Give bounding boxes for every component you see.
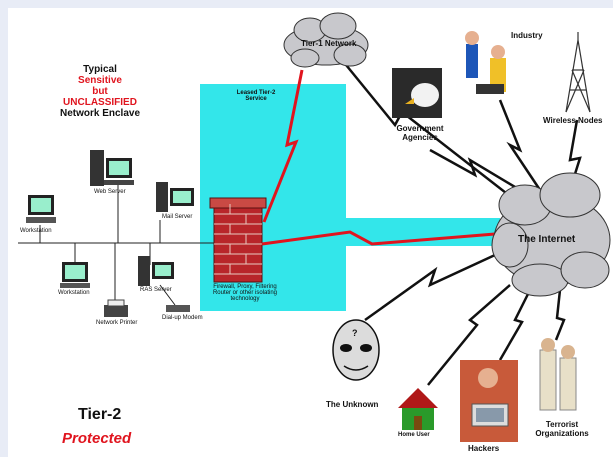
leased-service-label: Leased Tier-2 Service (226, 90, 286, 102)
firewall-line2: Router or other isolating (212, 290, 278, 296)
mail-server-device (156, 182, 194, 212)
label-mail-server: Mail Server (162, 214, 193, 220)
connection-bolts (341, 59, 582, 386)
tier1-network-label: Tier-1 Network (301, 39, 357, 48)
bolt-to-tier1 (262, 69, 304, 223)
network-printer-device (104, 299, 128, 317)
leased-line2: Service (245, 96, 267, 102)
label-web-server: Web Server (94, 189, 126, 195)
web-server-device (90, 150, 134, 186)
workstation-bottom-device (60, 262, 90, 288)
government-line1: Government (396, 124, 444, 133)
wireless-nodes-label: Wireless Nodes (543, 116, 603, 125)
enclave-title: Typical Sensitive but UNCLASSIFIED Netwo… (55, 64, 145, 119)
government-eagle-image (392, 68, 442, 118)
label-workstation-bottom: Workstation (58, 290, 90, 296)
government-line2: Agencies (402, 133, 438, 142)
tunnel-band (262, 218, 500, 246)
enclave-line2: Sensitive (78, 75, 122, 86)
label-workstation-top: Workstation (20, 228, 52, 234)
internet-cloud (491, 172, 611, 297)
label-network-printer: Network Printer (96, 320, 138, 326)
dialup-modem-device (166, 305, 190, 312)
protected-label: Protected (62, 430, 132, 447)
firewall-label: Firewall, Proxy, Filtering Router or oth… (205, 284, 285, 302)
home-user-house-icon (398, 388, 438, 430)
firewall-line3: technology (230, 296, 260, 302)
internet-label: The Internet (518, 234, 576, 245)
lan-backbone (18, 185, 215, 306)
tier2-title: Tier-2 (78, 406, 122, 423)
government-label: Government Agencies (390, 124, 450, 142)
enclave-line1: Typical (83, 64, 117, 75)
label-ras-server: RAS Server (140, 287, 172, 293)
home-user-label: Home User (398, 432, 430, 438)
wireless-tower-icon (565, 32, 591, 113)
unknown-face-image: ? (332, 319, 380, 381)
industry-people-image (465, 31, 506, 94)
bolt-to-internet (261, 230, 496, 246)
enclave-line4: UNCLASSIFIED (63, 97, 137, 108)
hackers-label: Hackers (468, 444, 500, 453)
enclave-line5: Network Enclave (59, 108, 141, 119)
terrorist-label: Terrorist Organizations (530, 420, 594, 438)
hackers-image (460, 360, 518, 442)
label-dialup-modem: Dial-up Modem (162, 315, 203, 321)
terrorist-line2: Organizations (535, 429, 589, 438)
terrorist-line1: Terrorist (545, 420, 579, 429)
workstation-top-device (26, 195, 56, 223)
firewall-line1: Firewall, Proxy, Filtering (213, 284, 277, 290)
unknown-label: The Unknown (326, 400, 379, 409)
terrorist-organizations-image (539, 338, 577, 411)
ras-server-device (138, 256, 174, 286)
enclave-line3: but (92, 86, 108, 97)
leased-line1: Leased Tier-2 (236, 90, 276, 96)
firewall-wall (209, 197, 267, 283)
svg-text:?: ? (352, 328, 358, 338)
industry-label: Industry (511, 31, 543, 40)
tier1-cloud (283, 12, 369, 68)
